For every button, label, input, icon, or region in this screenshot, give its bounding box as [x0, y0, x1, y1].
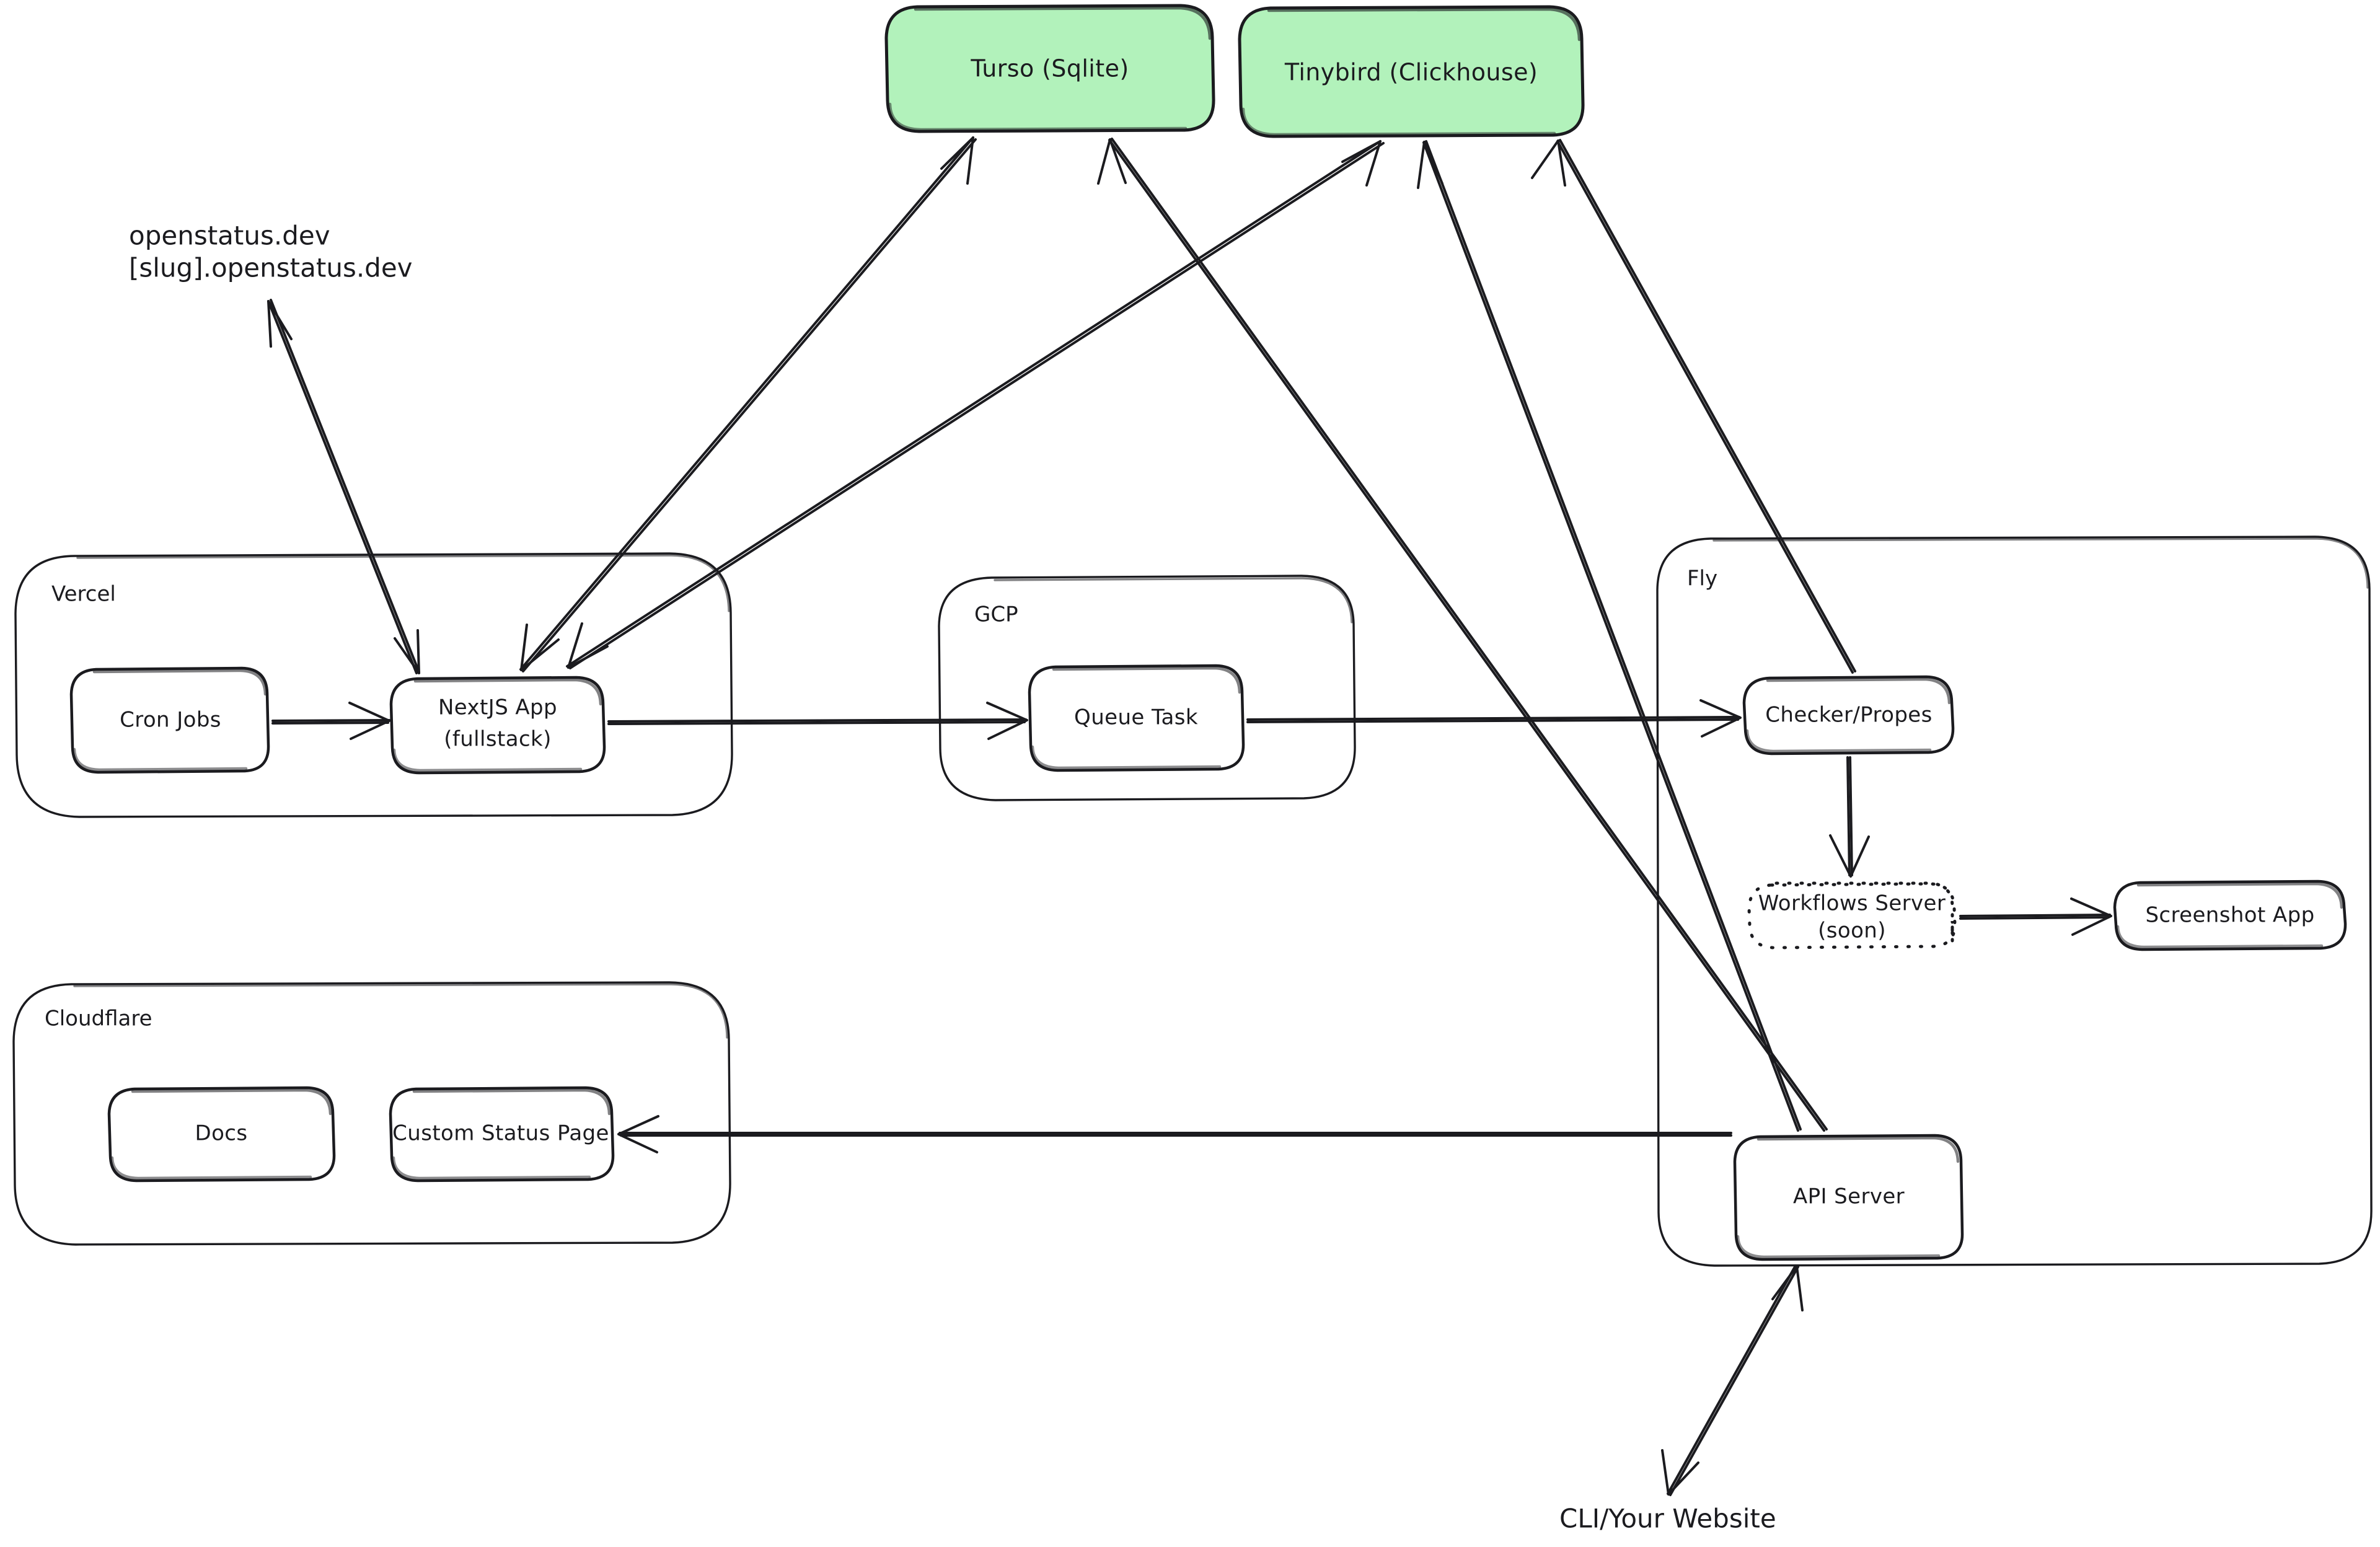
node-label-workflows-server-line1: Workflows Server	[1758, 891, 1946, 916]
node-workflows-server[interactable]: Workflows Server (soon)	[1747, 881, 1957, 950]
group-vercel: Vercel	[14, 552, 733, 818]
node-label-custom-status-page: Custom Status Page	[392, 1121, 609, 1146]
node-label-tinybird: Tinybird (Clickhouse)	[1284, 59, 1538, 86]
edge-checker-to-tinybird	[1531, 139, 1856, 674]
node-label-api-server: API Server	[1793, 1184, 1905, 1209]
edge-nextjs-to-queue	[607, 702, 1028, 740]
node-label-screenshot-app: Screenshot App	[2145, 903, 2314, 928]
node-custom-status-page[interactable]: Custom Status Page	[389, 1086, 615, 1183]
group-fly: Fly	[1656, 536, 2373, 1267]
edge-domains-to-nextjs	[267, 299, 420, 674]
label-client-line1: CLI/Your Website	[1559, 1504, 1776, 1534]
label-domains: openstatus.dev [slug].openstatus.dev	[129, 221, 413, 283]
edge-nextjs-to-turso	[519, 136, 977, 672]
node-label-nextjs-app-line1: NextJS App	[438, 695, 557, 720]
node-tinybird[interactable]: Tinybird (Clickhouse)	[1238, 5, 1585, 138]
group-label-cloudflare: Cloudflare	[45, 1007, 152, 1031]
edge-api-to-status-page	[617, 1115, 1732, 1153]
node-label-nextjs-app-line2: (fullstack)	[444, 727, 552, 752]
edge-cron-to-nextjs	[271, 702, 390, 740]
group-gcp: GCP	[938, 575, 1356, 801]
group-label-fly: Fly	[1687, 566, 1717, 591]
node-label-docs: Docs	[195, 1121, 248, 1146]
node-queue-task[interactable]: Queue Task	[1028, 664, 1245, 772]
edge-api-to-turso	[1097, 138, 1828, 1132]
label-domains-line2: [slug].openstatus.dev	[129, 253, 413, 283]
node-cron-jobs[interactable]: Cron Jobs	[69, 666, 270, 774]
node-label-cron-jobs: Cron Jobs	[120, 708, 221, 733]
node-docs[interactable]: Docs	[107, 1086, 336, 1183]
node-screenshot-app[interactable]: Screenshot App	[2113, 879, 2347, 951]
label-domains-line1: openstatus.dev	[129, 221, 330, 251]
group-label-gcp: GCP	[974, 602, 1018, 627]
node-turso[interactable]: Turso (Sqlite)	[884, 4, 1215, 133]
edge-client-to-api	[1661, 1264, 1804, 1496]
node-label-queue-task: Queue Task	[1074, 705, 1198, 730]
edge-api-to-tinybird	[1417, 140, 1802, 1132]
edge-checker-to-workflows	[1829, 756, 1870, 878]
node-label-workflows-server-line2: (soon)	[1818, 919, 1886, 943]
node-label-turso: Turso (Sqlite)	[970, 55, 1129, 82]
node-checker-probes[interactable]: Checker/Propes	[1742, 675, 1955, 756]
edge-workflows-to-screenshot	[1959, 897, 2112, 936]
edge-queue-to-checker	[1246, 699, 1742, 738]
node-label-checker-probes: Checker/Propes	[1765, 703, 1932, 728]
node-api-server[interactable]: API Server	[1733, 1134, 1964, 1261]
group-label-vercel: Vercel	[51, 582, 116, 607]
label-client: CLI/Your Website	[1559, 1504, 1776, 1534]
edge-nextjs-to-tinybird	[566, 140, 1385, 669]
node-nextjs-app[interactable]: NextJS App (fullstack)	[389, 676, 606, 775]
group-cloudflare: Cloudflare	[12, 981, 731, 1246]
